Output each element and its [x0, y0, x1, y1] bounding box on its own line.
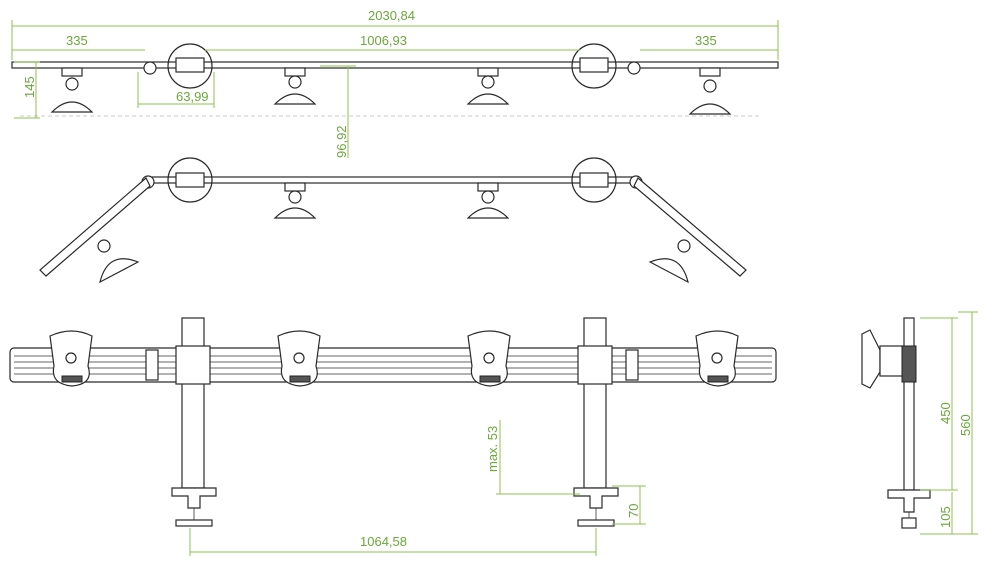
vesa-plate-2 — [277, 330, 321, 387]
label-depth-offset: 96,92 — [334, 125, 349, 158]
rail — [9, 347, 777, 383]
wing-left-angled — [39, 177, 151, 277]
side-view: 450 560 105 — [861, 311, 978, 535]
dim-total-width: 2030,84 — [11, 8, 779, 60]
monitor-head-3 — [466, 67, 510, 105]
label-total-height: 560 — [958, 414, 973, 436]
label-clamp-height: 70 — [626, 504, 641, 518]
label-pole-spacing: 1064,58 — [360, 534, 407, 549]
pole-right — [583, 317, 607, 489]
dim-max-clamp: max. 53 — [485, 420, 580, 495]
dim-joint-offset: 63,99 — [137, 72, 215, 108]
label-joint-offset: 63,99 — [176, 89, 209, 104]
clamp-left — [171, 487, 217, 527]
joint-right — [627, 61, 641, 75]
wing-right-angled — [633, 177, 747, 277]
monitor-head-angled-2 — [273, 182, 317, 219]
vesa-plate-3 — [467, 330, 511, 387]
label-height-left: 145 — [22, 76, 37, 98]
label-wing-left: 335 — [66, 33, 88, 48]
dim-clamp-height: 70 — [612, 485, 646, 525]
top-view-angled — [39, 157, 747, 284]
top-view-straight: 2030,84 335 1006,93 335 145 63,99 — [11, 8, 779, 158]
dim-base-height: 105 — [938, 492, 953, 534]
pole-ring-left-angled — [167, 157, 213, 203]
pole-clamp-left — [175, 57, 205, 73]
dim-depth-offset: 96,92 — [320, 65, 356, 158]
pole-ring-left — [167, 43, 213, 89]
clamp-right — [573, 487, 619, 527]
label-total-width: 2030,84 — [368, 8, 415, 23]
side-monitor-plate — [861, 329, 881, 389]
label-center-span: 1006,93 — [360, 33, 407, 48]
monitor-head-4 — [688, 67, 732, 115]
dim-center-span: 1006,93 — [205, 33, 580, 51]
pole-left — [181, 317, 205, 489]
joint-left — [143, 61, 157, 75]
dim-height-left: 145 — [14, 61, 40, 119]
label-wing-right: 335 — [695, 33, 717, 48]
dim-total-height: 560 — [920, 311, 978, 535]
side-clamp — [887, 489, 931, 529]
monitor-head-angled-1 — [97, 239, 140, 284]
dim-wing-left: 335 — [12, 33, 145, 51]
crossbar-angled — [149, 176, 635, 184]
label-mount-height: 450 — [938, 402, 953, 424]
monitor-head-angled-3 — [466, 182, 510, 219]
pole-clamp-right — [579, 57, 609, 73]
pole-ring-right — [571, 43, 617, 89]
dim-wing-right: 335 — [640, 33, 778, 51]
crossbar — [11, 61, 779, 69]
side-pole — [903, 317, 915, 491]
monitor-head-1 — [50, 67, 94, 113]
dim-pole-spacing: 1064,58 — [189, 528, 597, 556]
monitor-head-angled-4 — [648, 239, 691, 284]
dim-mount-height: 450 — [920, 317, 958, 491]
vesa-plate-1 — [49, 330, 93, 387]
label-base-height: 105 — [938, 506, 953, 528]
label-max-clamp: max. 53 — [485, 426, 500, 472]
vesa-plate-4 — [695, 330, 739, 387]
monitor-head-2 — [273, 67, 317, 105]
pole-ring-right-angled — [571, 157, 617, 203]
front-view: max. 53 70 1064,58 — [9, 317, 777, 556]
